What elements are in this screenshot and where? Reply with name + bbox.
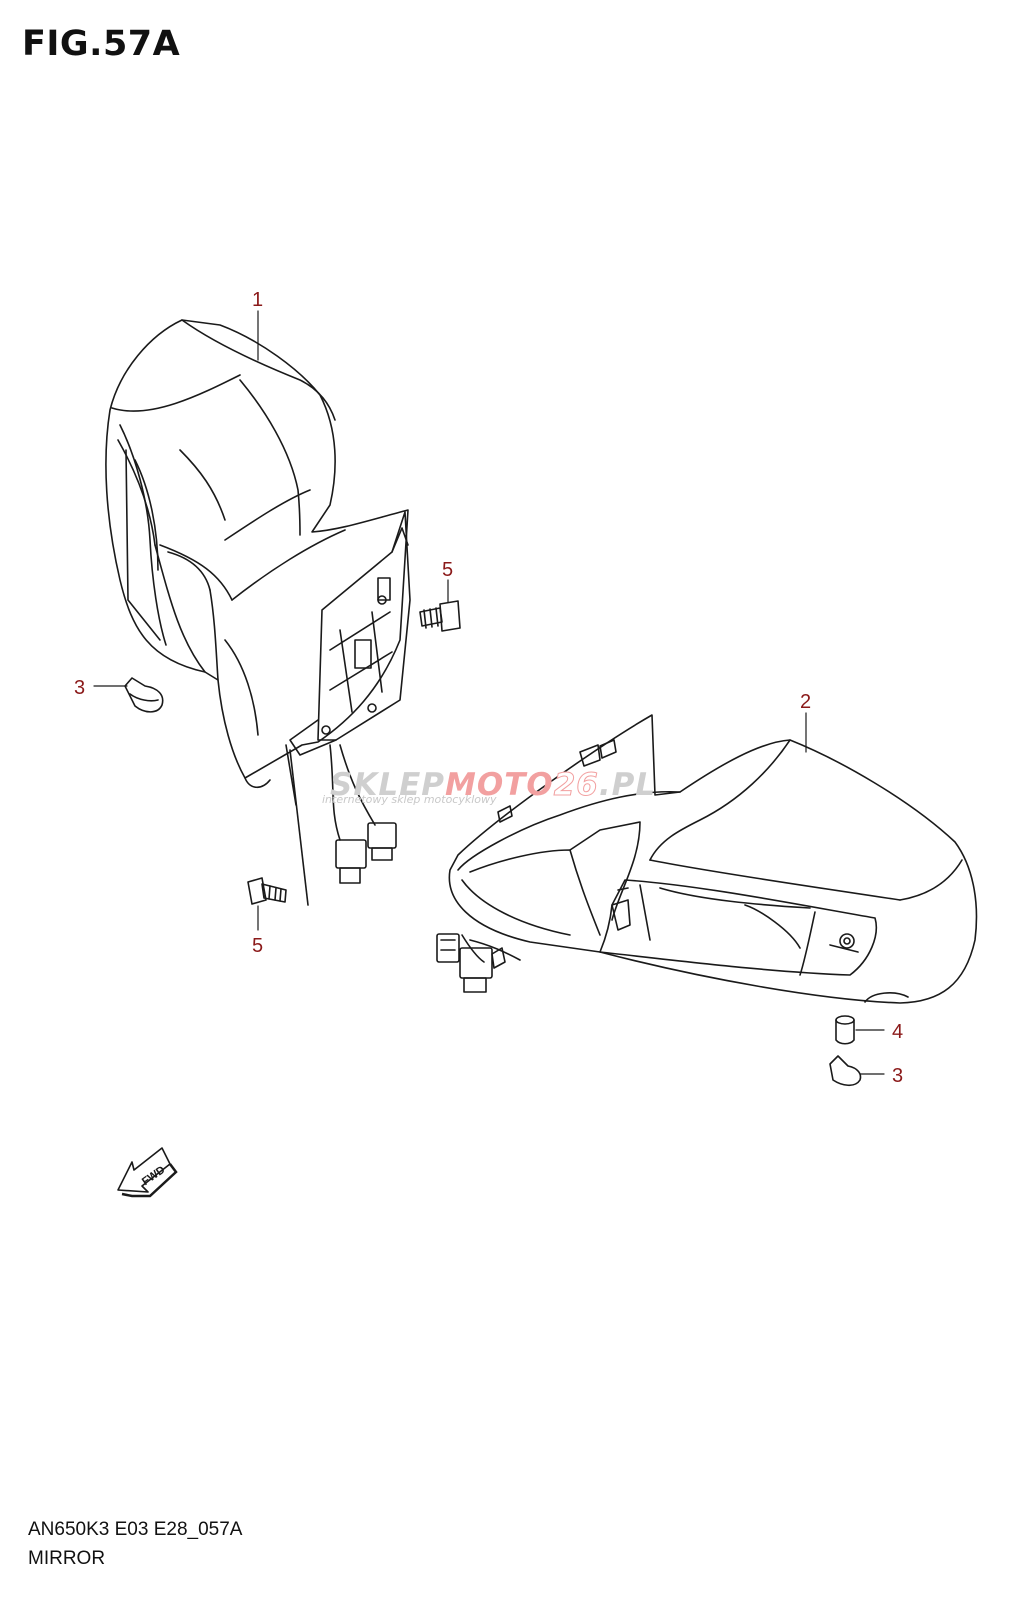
watermark: SKLEPMOTO26.PL internetowy sklep motocyk…	[322, 767, 656, 807]
callout-2: 2	[800, 691, 811, 713]
leader-lines	[93, 310, 885, 1075]
callout-5-lower: 5	[252, 935, 263, 957]
diagram-name: MIRROR	[28, 1548, 106, 1569]
left-mirror-bracket	[289, 511, 411, 756]
callout-3-right: 3	[892, 1065, 903, 1087]
callout-4: 4	[892, 1021, 903, 1043]
right-mirror-wiring	[436, 933, 521, 993]
callout-5-upper: 5	[442, 559, 453, 581]
svg-text:SKLEPMOTO26.PL: SKLEPMOTO26.PL	[330, 767, 656, 803]
figure-title: FIG.57A	[22, 24, 181, 64]
callout-3-left: 3	[74, 677, 85, 699]
left-mirror-housing	[105, 319, 409, 789]
bolt-upper	[419, 600, 461, 632]
svg-text:internetowy sklep motocyklowy: internetowy sklep motocyklowy	[322, 793, 497, 806]
clip-right	[829, 1055, 862, 1087]
bolt-lower	[247, 877, 287, 905]
left-mirror-wiring	[285, 744, 397, 906]
collar	[835, 1015, 855, 1045]
fwd-arrow: FWD	[117, 1147, 178, 1198]
callout-1: 1	[252, 289, 263, 311]
right-mirror-housing	[448, 714, 978, 1004]
diagram-code: AN650K3 E03 E28_057A	[28, 1519, 243, 1540]
clip-left	[124, 677, 164, 713]
